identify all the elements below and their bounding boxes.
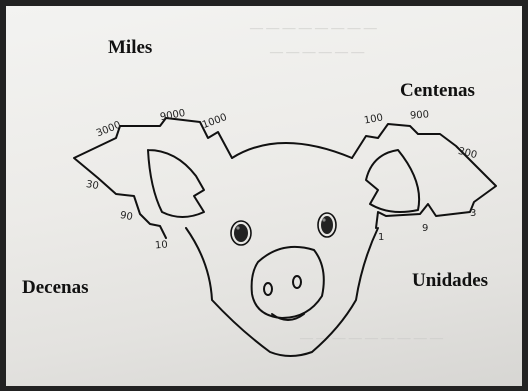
number-900: 900 — [410, 109, 430, 121]
left-ear-inner — [148, 150, 204, 217]
right-ear-inner — [366, 150, 419, 212]
number-9: 9 — [422, 223, 428, 234]
pig-head-outline — [232, 143, 352, 158]
left-eye-pupil — [234, 224, 248, 242]
right-eye-pupil — [321, 216, 333, 234]
number-3: 3 — [470, 208, 476, 219]
number-90: 90 — [119, 210, 133, 223]
pig-jaw-outline — [186, 228, 378, 356]
label-miles: Miles — [108, 37, 152, 59]
number-10: 10 — [155, 239, 169, 251]
label-unidades: Unidades — [412, 270, 488, 292]
snout-outline — [252, 247, 324, 318]
number-30: 30 — [85, 179, 99, 192]
label-decenas: Decenas — [22, 277, 88, 299]
left-nostril — [264, 283, 272, 295]
right-nostril — [293, 276, 301, 288]
label-centenas: Centenas — [400, 80, 475, 102]
number-1: 1 — [378, 232, 384, 243]
